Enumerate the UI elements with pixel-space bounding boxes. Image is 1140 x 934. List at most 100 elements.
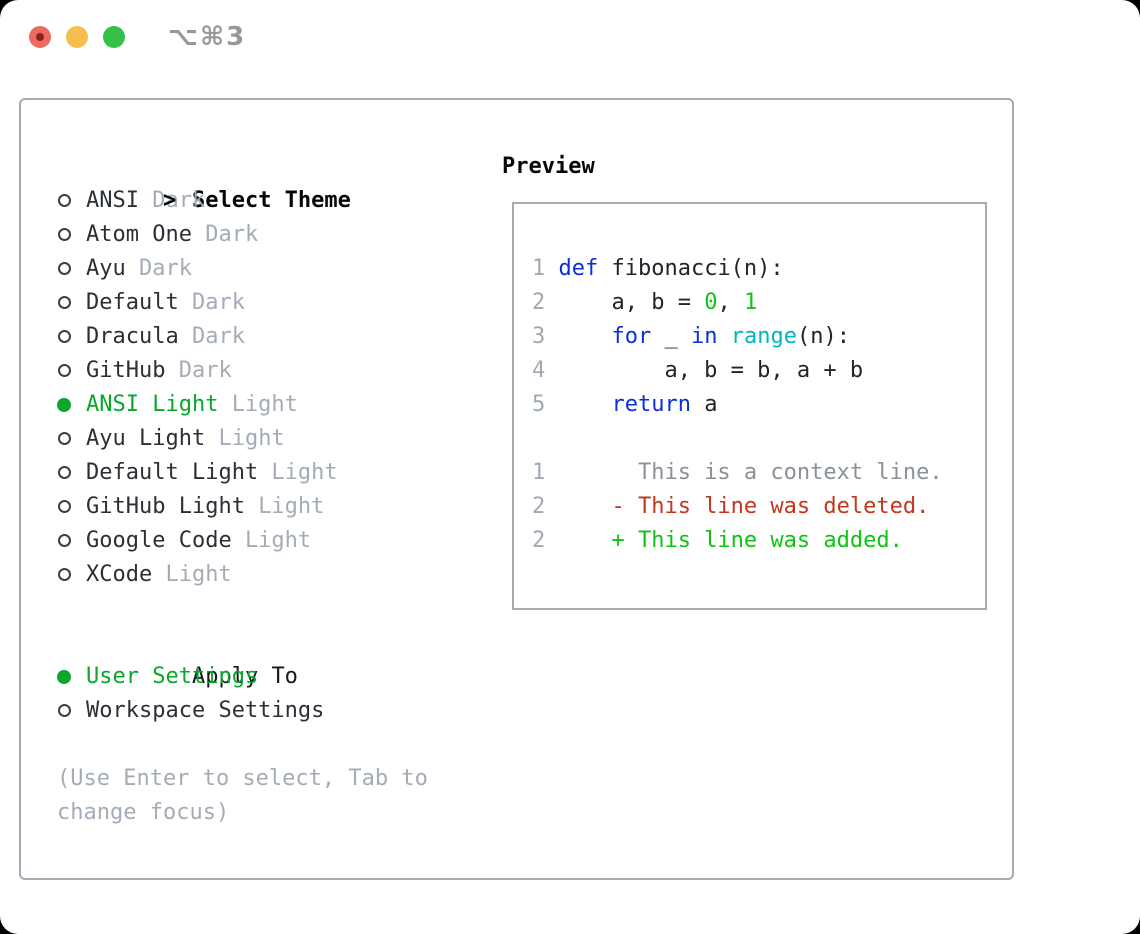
code-segment-kw: in (690, 324, 718, 349)
theme-option-github[interactable]: GitHub Dark (57, 354, 428, 388)
theme-variant-tag: Light (244, 528, 312, 553)
code-segment-num: 1 (743, 290, 758, 315)
line-number: 3 (532, 324, 546, 349)
theme-option-xcode[interactable]: XCode Light (57, 558, 428, 592)
theme-variant-tag: Dark (191, 290, 245, 315)
apply-option-label: Workspace Settings (86, 698, 325, 723)
apply-option-user-settings[interactable]: User Settings (57, 660, 428, 694)
theme-variant-tag: Dark (178, 358, 232, 383)
select-theme-header: >Select Theme (57, 150, 428, 213)
indent-spacer (163, 660, 192, 694)
theme-option-label: GitHub Light (86, 494, 245, 519)
help-text-line-2: change focus) (57, 800, 230, 825)
code-segment-kw: for (611, 324, 652, 349)
radio-icon (57, 252, 86, 286)
radio-icon (57, 694, 86, 728)
code-segment-fn: range (730, 324, 797, 349)
theme-option-google-code[interactable]: Google Code Light (57, 524, 428, 558)
theme-variant-tag: Light (258, 494, 325, 519)
fullscreen-button[interactable] (103, 26, 125, 48)
theme-option-label: Dracula (86, 324, 179, 349)
preview-title: Preview (502, 154, 595, 179)
window-shortcut-label: ⌥⌘3 (168, 22, 247, 52)
theme-variant-tag: Dark (191, 324, 245, 349)
unsaved-dot-icon (36, 33, 44, 41)
radio-icon (57, 490, 86, 524)
theme-option-github-light[interactable]: GitHub Light Light (57, 490, 428, 524)
line-number: 1 (532, 256, 546, 281)
preview-code-line: 2 a, b = 0, 1 (532, 286, 985, 320)
theme-option-ansi[interactable]: ANSI Dark (57, 184, 428, 218)
theme-option-dracula[interactable]: Dracula Dark (57, 320, 428, 354)
preview-code-line: 4 a, b = b, a + b (532, 354, 985, 388)
line-number: 2 (532, 528, 546, 553)
code-segment-num: 0 (704, 290, 718, 315)
code-segment-fg (558, 324, 611, 349)
preview-code-line: 2 - This line was deleted. (532, 490, 985, 524)
radio-icon (57, 320, 86, 354)
apply-to-header: Apply To (57, 626, 428, 689)
minimize-button[interactable] (66, 26, 88, 48)
code-segment-fg (717, 324, 730, 349)
theme-variant-tag: Dark (138, 256, 192, 281)
line-number: 4 (532, 358, 546, 383)
apply-to-title: Apply To (191, 664, 298, 689)
theme-option-label: XCode (86, 562, 153, 587)
preview-code-line (532, 422, 985, 456)
radio-selected-icon (57, 388, 86, 422)
preview-code-line: 2 + This line was added. (532, 524, 985, 558)
code-segment-ctx: This is a context line. (558, 460, 943, 485)
close-button[interactable] (29, 26, 51, 48)
theme-option-label: Atom One (86, 222, 192, 247)
code-segment-kw: return (611, 392, 691, 417)
theme-option-label: GitHub (86, 358, 166, 383)
theme-option-label: Ayu (86, 256, 126, 281)
code-segment-fg: (n): (796, 324, 850, 349)
theme-list-title: Select Theme (191, 188, 351, 213)
code-segment-fg (558, 392, 611, 417)
theme-option-default[interactable]: Default Dark (57, 286, 428, 320)
theme-option-label: Default Light (86, 460, 259, 485)
radio-icon (57, 456, 86, 490)
titlebar: ⌥⌘3 (0, 0, 1140, 74)
radio-icon (57, 558, 86, 592)
theme-variant-tag: Light (218, 426, 285, 451)
radio-icon (57, 524, 86, 558)
line-number: 1 (532, 460, 546, 485)
theme-option-label: ANSI (86, 188, 139, 213)
code-segment-fg: a (690, 392, 718, 417)
theme-option-label: Ayu Light (86, 426, 206, 451)
theme-variant-tag: Dark (152, 188, 206, 213)
theme-option-label: Default (86, 290, 179, 315)
radio-selected-icon (57, 660, 86, 694)
code-segment-del: - This line was deleted. (558, 494, 930, 519)
code-segment-fg: _ (651, 324, 691, 349)
theme-option-ayu-light[interactable]: Ayu Light Light (57, 422, 428, 456)
apply-option-workspace-settings[interactable]: Workspace Settings (57, 694, 428, 728)
preview-code-line: 1 This is a context line. (532, 456, 985, 490)
spacer (57, 728, 428, 762)
theme-option-atom-one[interactable]: Atom One Dark (57, 218, 428, 252)
code-segment-fg: , (717, 290, 744, 315)
theme-option-label: Google Code (86, 528, 232, 553)
radio-icon (57, 422, 86, 456)
theme-variant-tag: Light (271, 460, 338, 485)
radio-icon (57, 218, 86, 252)
theme-variant-tag: Dark (205, 222, 259, 247)
radio-icon (57, 286, 86, 320)
theme-option-default-light[interactable]: Default Light Light (57, 456, 428, 490)
help-text-line-1: (Use Enter to select, Tab to (57, 766, 428, 791)
radio-icon (57, 184, 86, 218)
theme-variant-tag: Light (165, 562, 232, 587)
code-segment-fg: fibonacci(n): (598, 256, 784, 281)
line-number: 2 (532, 494, 546, 519)
line-number: 2 (532, 290, 546, 315)
theme-option-ayu[interactable]: Ayu Dark (57, 252, 428, 286)
